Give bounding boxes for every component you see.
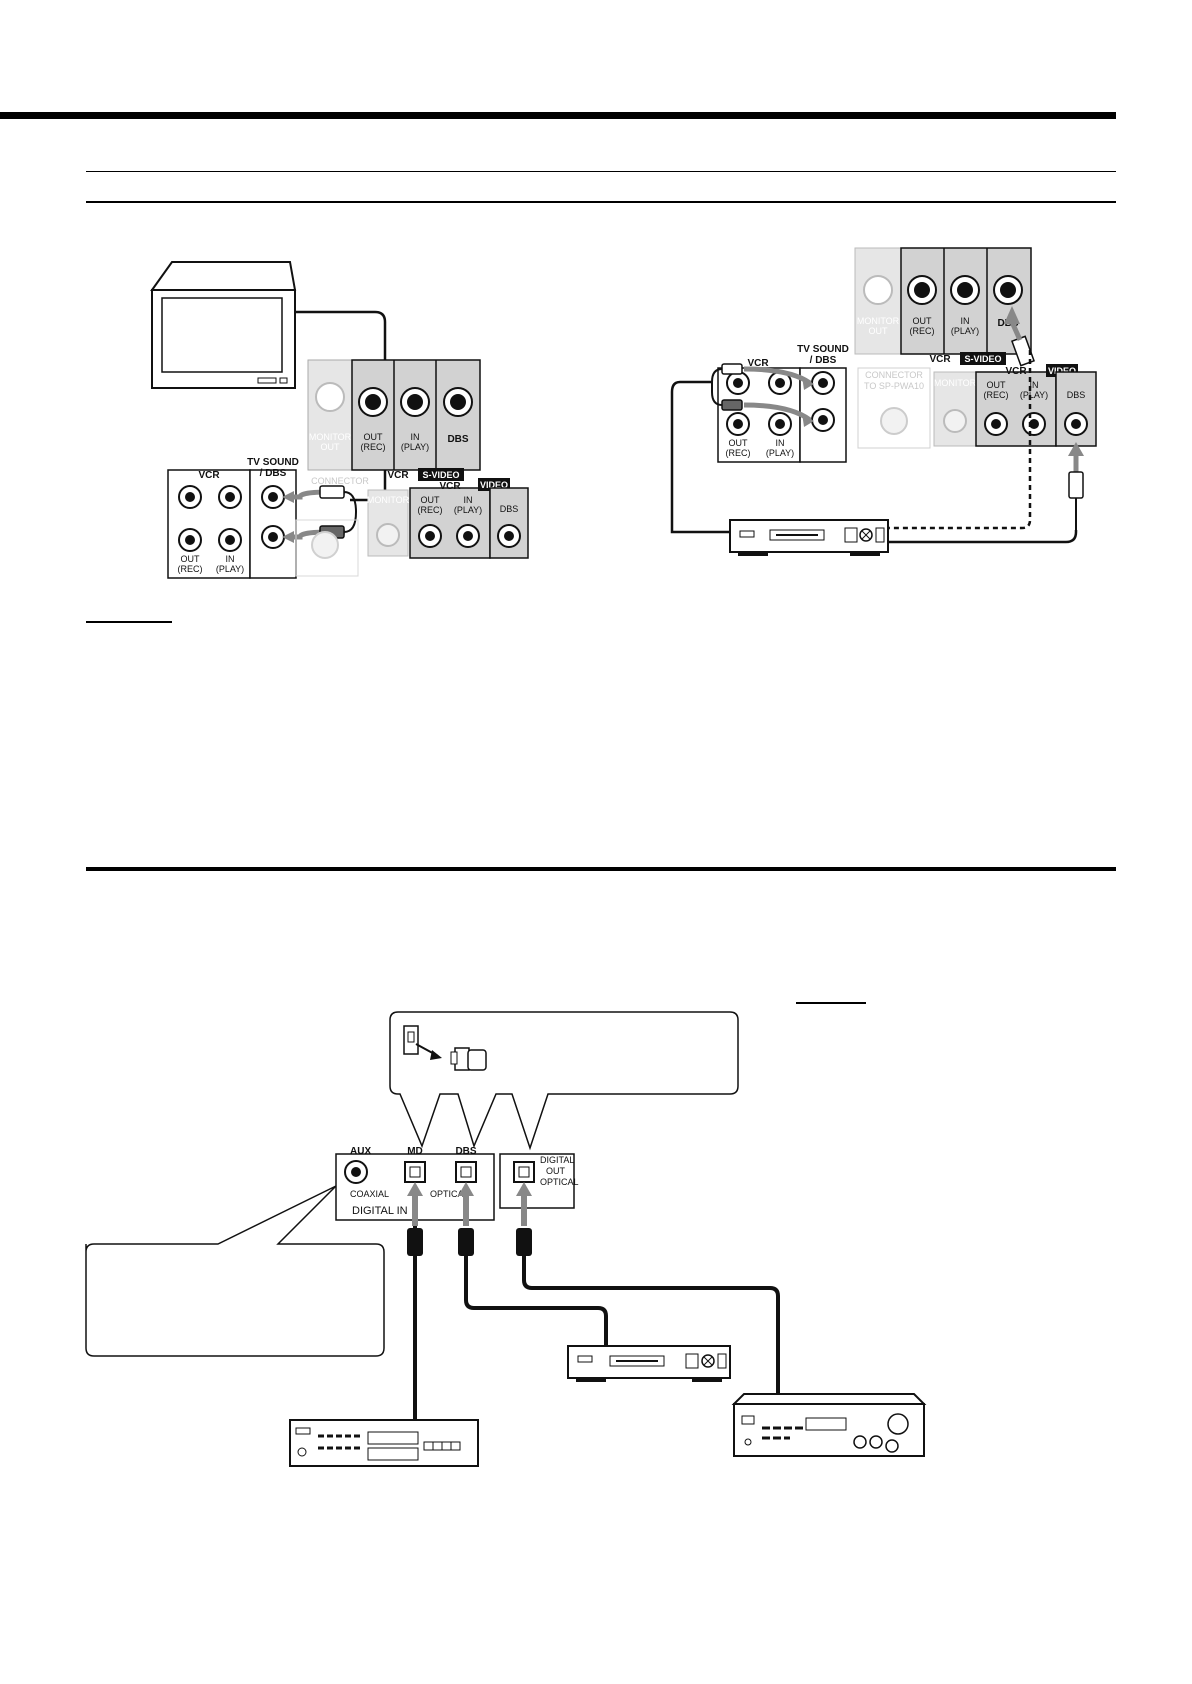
optical-cap-icon bbox=[403, 1025, 487, 1071]
coaxial-jack bbox=[344, 1160, 368, 1184]
video-out-label: OUT bbox=[421, 495, 441, 505]
svideo-tag: S-VIDEO bbox=[422, 470, 459, 480]
md-deck-icon bbox=[289, 1419, 479, 1467]
video-in-label: IN bbox=[464, 495, 473, 505]
vcr-audio-play-label: (PLAY) bbox=[216, 564, 244, 574]
dbs-optical-jack bbox=[455, 1161, 477, 1183]
d2-vcr-out-label: OUT bbox=[729, 438, 749, 448]
d2-vcr-svideo-header: VCR bbox=[929, 354, 951, 365]
tv-icon bbox=[150, 261, 297, 389]
section-rule bbox=[86, 201, 1116, 203]
video-tag: VIDEO bbox=[480, 480, 508, 490]
d2-svideo-rec-label: (REC) bbox=[910, 326, 935, 336]
d2-video-vcr-label: VCR bbox=[1005, 366, 1027, 377]
d2-tv-sound-label: TV SOUND bbox=[797, 344, 849, 355]
dbs-digital-label: DBS bbox=[455, 1146, 476, 1157]
video-play-label: (PLAY) bbox=[454, 505, 482, 515]
svideo-play-label: (PLAY) bbox=[401, 442, 429, 452]
digital-in-label: DIGITAL IN bbox=[352, 1205, 408, 1217]
dbs-tuner-icon bbox=[729, 519, 889, 556]
vcr-svideo-header: VCR bbox=[387, 470, 409, 481]
vcr-audio-label: VCR bbox=[198, 470, 220, 481]
digital-out-label-1: DIGITAL bbox=[540, 1155, 574, 1165]
digital-out-optical-jack bbox=[513, 1161, 535, 1183]
vcr-dbs-connection-diagram: MONITOR OUT OUT (REC) IN (PLAY) DBS VCR … bbox=[670, 247, 1097, 556]
receiver-icon bbox=[731, 1393, 927, 1457]
d2-connector-target-label: TO SP-PWA10 bbox=[864, 381, 924, 391]
digital-out-label-2: OUT bbox=[546, 1166, 566, 1176]
digital-connection-diagram: AUX MD DBS COAXIAL OPTICAL DIGITAL IN DI… bbox=[85, 1011, 927, 1467]
video-vcr-label: VCR bbox=[439, 481, 461, 492]
d2-video-in-label: IN bbox=[1030, 380, 1039, 390]
d2-svideo-in-label: IN bbox=[961, 316, 970, 326]
md-label: MD bbox=[407, 1146, 423, 1157]
monitor-label: MONITOR bbox=[309, 432, 352, 442]
d2-video-rec-label: (REC) bbox=[984, 390, 1009, 400]
svideo-in-label: IN bbox=[411, 432, 420, 442]
d2-svideo-play-label: (PLAY) bbox=[951, 326, 979, 336]
tv-sound-dbs-label: / DBS bbox=[260, 468, 287, 479]
tv-sound-label: TV SOUND bbox=[247, 457, 299, 468]
dbs-tuner-digital-icon bbox=[567, 1345, 731, 1382]
connector-label: CONNECTOR bbox=[311, 476, 369, 486]
d2-video-tag: VIDEO bbox=[1048, 366, 1076, 376]
d2-video-plug bbox=[1068, 442, 1084, 530]
optical-label: OPTICAL bbox=[430, 1189, 469, 1199]
video-rec-label: (REC) bbox=[418, 505, 443, 515]
d2-tv-sound-dbs-label: / DBS bbox=[810, 355, 837, 366]
vcr-audio-in-label: IN bbox=[226, 554, 235, 564]
section-rule-2 bbox=[86, 867, 1116, 871]
vcr-audio-rec-label: (REC) bbox=[178, 564, 203, 574]
vcr-audio-jacks bbox=[178, 485, 242, 552]
d2-vcr-audio-label: VCR bbox=[747, 358, 769, 369]
d2-connector-label: CONNECTOR bbox=[865, 370, 923, 380]
svideo-out-jack bbox=[358, 387, 388, 417]
top-rule bbox=[0, 112, 1116, 119]
d2-video-out-label: OUT bbox=[987, 380, 1007, 390]
svideo-dbs-jack bbox=[443, 387, 473, 417]
vcr-audio-out-label: OUT bbox=[181, 554, 201, 564]
d2-video-play-label: (PLAY) bbox=[1020, 390, 1048, 400]
monitor-out-label: OUT bbox=[321, 442, 341, 452]
d2-vcr-in-label: IN bbox=[776, 438, 785, 448]
md-optical-jack bbox=[404, 1161, 426, 1183]
section-rule-thin bbox=[86, 171, 1116, 172]
svideo-in-jack bbox=[400, 387, 430, 417]
d2-audio-plugs bbox=[711, 363, 814, 427]
note-underline-1 bbox=[86, 621, 172, 623]
video-dbs-label: DBS bbox=[500, 504, 519, 514]
svideo-dbs-label: DBS bbox=[447, 434, 468, 445]
d2-svideo-out-label: OUT bbox=[913, 316, 933, 326]
aux-label: AUX bbox=[350, 1146, 371, 1157]
monitor-out-faint: MONITOR bbox=[367, 495, 410, 505]
d2-svideo-plug bbox=[1004, 306, 1035, 367]
d2-monitor-out-label: OUT bbox=[869, 326, 889, 336]
svideo-rec-label: (REC) bbox=[361, 442, 386, 452]
svideo-out-label: OUT bbox=[364, 432, 384, 442]
note-underline-2 bbox=[796, 1002, 866, 1004]
d2-vcr-rec-label: (REC) bbox=[726, 448, 751, 458]
d2-monitor-out-faint: MONITOR bbox=[934, 378, 977, 388]
tv-connection-diagram: MONITOR OUT OUT (REC) IN (PLAY) DBS VCR bbox=[150, 261, 529, 579]
optical-plugs bbox=[407, 1182, 532, 1256]
d2-svideo-tag: S-VIDEO bbox=[964, 354, 1001, 364]
d2-video-dbs-label: DBS bbox=[1067, 390, 1086, 400]
d2-monitor-label: MONITOR bbox=[857, 316, 900, 326]
digital-out-label-3: OPTICAL bbox=[540, 1177, 579, 1187]
d2-vcr-play-label: (PLAY) bbox=[766, 448, 794, 458]
coaxial-label: COAXIAL bbox=[350, 1189, 389, 1199]
